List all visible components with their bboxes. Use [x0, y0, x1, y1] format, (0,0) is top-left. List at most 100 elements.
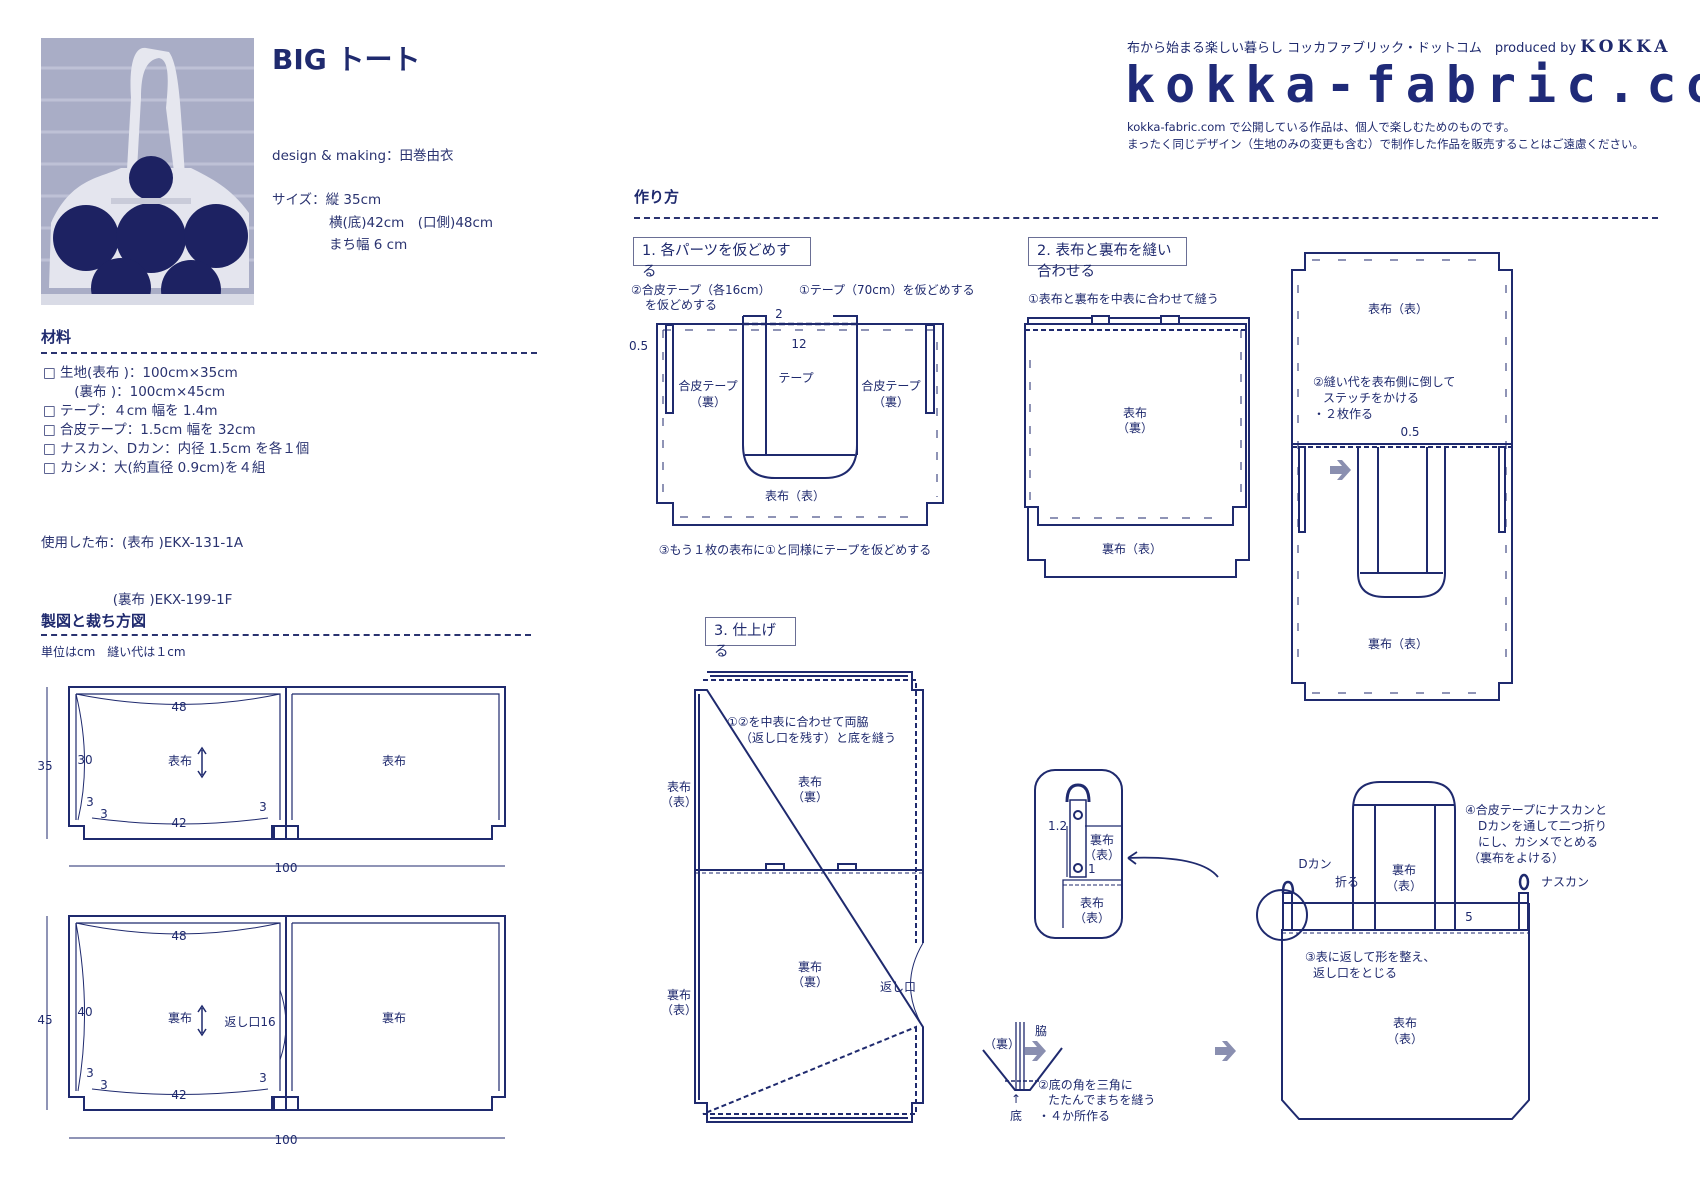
lining-pattern-piece [46, 915, 506, 1139]
dim-label: 3 [86, 1066, 94, 1080]
fabric-label: 表布（表） [765, 489, 825, 503]
hardware-detail-callout [1034, 769, 1219, 939]
step2-sew-diagram [1024, 315, 1250, 578]
fabric-label: 表布 [168, 754, 192, 768]
note: たたんでまちを縫う [1048, 1092, 1155, 1107]
fabric-label: 裏布 [382, 1010, 406, 1025]
used-fabric-outer: 使用した布：(表布 )EKX-131-1A [41, 535, 244, 551]
howto-heading: 作り方 [634, 188, 680, 206]
note: （裏） [690, 394, 726, 409]
step3-sew-diagram [694, 671, 924, 1123]
note: ナスカン [1541, 875, 1589, 889]
fabric-label: 表布 [1080, 896, 1104, 910]
unit-note: 単位はcm 縫い代は１cm [41, 645, 186, 659]
fabric-label: （表） [1386, 879, 1422, 893]
note: ・４か所作る [1038, 1109, 1110, 1123]
fabric-label: （裏） [792, 974, 828, 989]
used-fabrics: 使用した布：(表布 )EKX-131-1A (裏布 )EKX-199-1F [41, 496, 243, 629]
note: （表） [661, 1003, 697, 1017]
dim-label: 0.5 [1400, 425, 1419, 439]
note: ②合皮テープ（各16cm） [631, 282, 771, 297]
dim-label: 0.5 [629, 339, 648, 353]
note: ↑ [1011, 1092, 1021, 1106]
note: 合皮テープ [861, 378, 920, 393]
step1-diagram [656, 315, 944, 526]
note: 合皮テープ [678, 378, 737, 393]
note: ステッチをかける [1323, 391, 1419, 405]
finished-bag-diagram [1256, 781, 1530, 1120]
note: ・２枚作る [1313, 406, 1373, 421]
pattern-heading: 製図と裁ち方図 [41, 612, 147, 630]
note: 脇 [1035, 1024, 1047, 1038]
arrow-right-icon [1025, 1041, 1046, 1061]
pattern-title: BIG トート [272, 43, 421, 76]
fabric-label: 裏布 [168, 1010, 192, 1025]
material-item: □ テープ：４cm 幅を 1.4m [43, 403, 218, 419]
dim-label: 3 [100, 1078, 108, 1092]
material-item: (裏布 )：100cm×45cm [43, 384, 226, 400]
note: ②縫い代を表布側に倒して [1313, 374, 1455, 389]
fabric-label: 表布（表） [1368, 302, 1428, 316]
dim-label: 3 [86, 795, 94, 809]
fabric-label: 裏布 [1392, 862, 1416, 877]
note: 折る [1335, 874, 1359, 889]
note: （裏） [984, 1036, 1020, 1051]
note: 返し口をとじる [1313, 966, 1397, 980]
dim-label: 42 [171, 1088, 186, 1102]
note: （裏） [873, 394, 909, 409]
kokka-brand: KOKKA [1580, 37, 1672, 57]
dim-label: 3 [100, 807, 108, 821]
dim-label: 1.2 [1048, 819, 1067, 833]
dim-label: 100 [275, 861, 298, 875]
dim-label: 30 [77, 753, 92, 767]
note: （返し口を残す）と底を縫う [740, 730, 896, 745]
pattern-divider [41, 634, 531, 636]
dim-label: 3 [259, 1071, 267, 1085]
outer-pattern-piece [46, 686, 506, 867]
dim-label: 40 [77, 1005, 92, 1019]
note: ①表布と裏布を中表に合わせて縫う [1028, 291, 1219, 306]
material-item: □ ナスカン、Dカン：内径 1.5cm を各１個 [43, 441, 310, 457]
note: （表） [661, 795, 697, 809]
dim-label: 48 [171, 929, 186, 943]
dim-label: 35 [37, 759, 52, 773]
materials-list: □ 生地(表布 )：100cm×35cm (裏布 )：100cm×45cm □ … [43, 364, 309, 478]
arrow-right-icon [1215, 1041, 1236, 1061]
note: 底 [1010, 1108, 1022, 1123]
arrow-icons [1025, 460, 1351, 1061]
designer-credit: design & making：田巻由衣 [272, 148, 454, 164]
fabric-label: （表） [1084, 848, 1120, 862]
usage-notice-2: まったく同じデザイン（生地のみの変更も含む）で制作した作品を販売することはご遠慮… [1127, 137, 1645, 151]
howto-divider [634, 217, 1658, 219]
material-item: □ 生地(表布 )：100cm×35cm [43, 365, 238, 381]
bag-photo [41, 38, 254, 305]
note: 返し口 [880, 980, 916, 994]
kokka-fabric-logo[interactable]: kokka-fabric.com [1125, 56, 1700, 114]
note: ④合皮テープにナスカンと [1465, 802, 1607, 817]
note: ③もう１枚の表布に①と同様にテープを仮どめする [659, 542, 931, 557]
note: ①②を中表に合わせて両脇 [727, 714, 869, 729]
arrow-right-icon [1330, 460, 1351, 480]
used-fabric-lining: (裏布 )EKX-199-1F [41, 592, 233, 608]
note: テープ [778, 371, 813, 385]
fabric-label: 表布 [798, 775, 822, 789]
note: 表布 [667, 780, 691, 794]
step2-title: 2. 表布と裏布を縫い合わせる [1028, 237, 1187, 280]
size-width: 横(底)42cm (口側)48cm [329, 215, 494, 231]
fabric-label: 裏布（表） [1102, 541, 1162, 556]
site-tagline: 布から始まる楽しい暮らし コッカファブリック・ドットコム produced by… [1127, 37, 1671, 57]
step3-title: 3. 仕上げる [705, 617, 796, 660]
dim-label: 45 [37, 1013, 52, 1027]
usage-notice-1: kokka-fabric.com で公開している作品は、個人で楽しむためのもので… [1127, 120, 1516, 134]
dim-label: 3 [259, 800, 267, 814]
material-item: □ カシメ：大(約直径 0.9cm)を４組 [43, 460, 266, 476]
materials-heading: 材料 [41, 328, 72, 346]
fabric-label: 裏布 [1090, 832, 1114, 847]
dim-label: 12 [791, 337, 806, 351]
note: ③表に返して形を整え、 [1305, 949, 1435, 964]
material-item: □ 合皮テープ：1.5cm 幅を 32cm [43, 422, 256, 438]
dim-label: 1 [1088, 862, 1096, 876]
size-height: サイズ：縦 35cm [272, 192, 382, 208]
